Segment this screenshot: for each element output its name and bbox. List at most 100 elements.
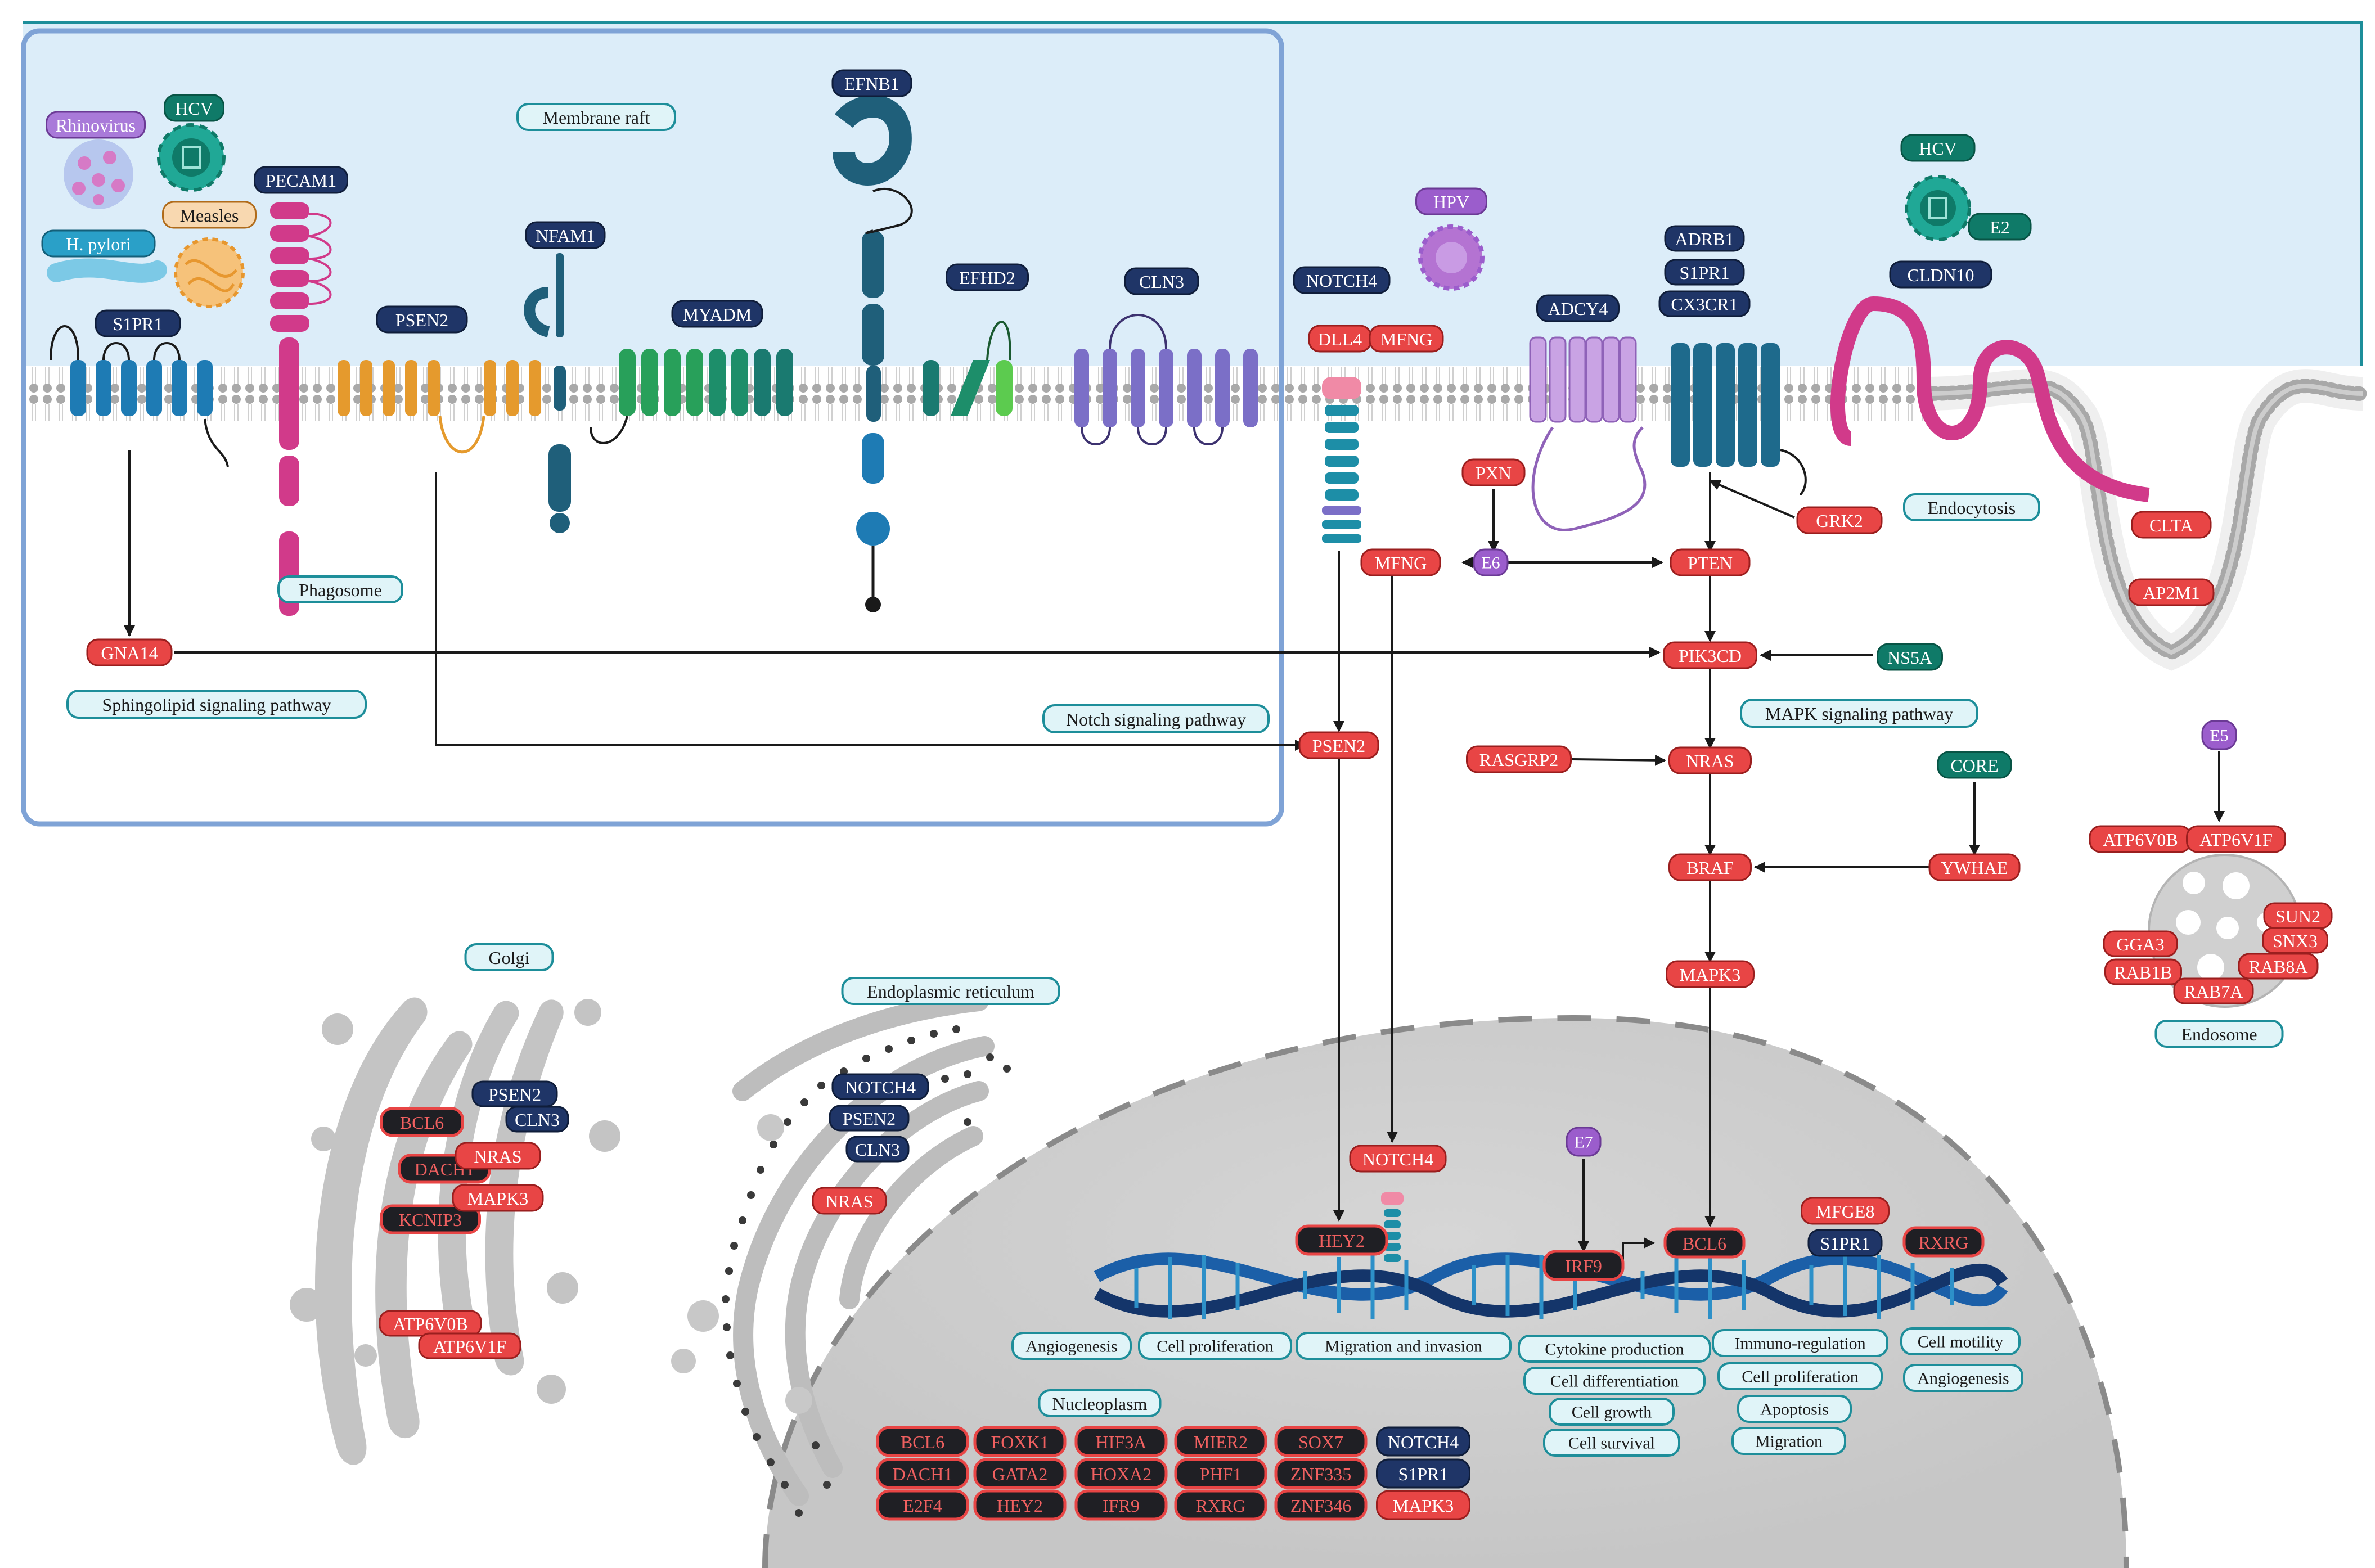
gene-efhd2-box	[946, 263, 1029, 291]
pathogen-e7-box	[1566, 1127, 1602, 1157]
label-endoplasmic-reticulum: Endoplasmic reticulum	[841, 977, 1060, 1005]
function-apoptosis: Apoptosis	[1737, 1395, 1852, 1423]
gene-ywhae: YWHAE	[1928, 853, 2021, 881]
function-angiogenesis-1-text: Angiogenesis	[1025, 1337, 1117, 1356]
function-cell-survival-box	[1543, 1429, 1680, 1457]
efnb1-protein	[833, 95, 913, 612]
pathogen-rhinovirus-box	[46, 111, 146, 139]
nuclear-gene-irf9-box	[1542, 1250, 1625, 1281]
gene-adrb1-text: ADRB1	[1675, 229, 1734, 249]
gene-pecam1-text: PECAM1	[266, 170, 336, 191]
gene-cx3cr1-text: CX3CR1	[1671, 294, 1738, 314]
gene-notch4-membrane-box	[1293, 266, 1391, 294]
nucleoplasm-gene-r1-c1-box	[973, 1458, 1067, 1489]
pathogen-core: CORE	[1937, 751, 2012, 779]
endosome-gene-snx3: SNX3	[2262, 927, 2328, 954]
nuclear-gene-mfge8-text: MFGE8	[1816, 1201, 1875, 1222]
golgi-gene-psen2-text: PSEN2	[488, 1084, 541, 1105]
nucleoplasm-gene-r0-c2-text: HIF3A	[1096, 1432, 1147, 1452]
gene-efhd2: EFHD2	[946, 263, 1029, 291]
function-migration-invasion-box	[1296, 1332, 1512, 1360]
pathogen-hcv-right: HCV	[1900, 134, 1976, 162]
gene-cldn10-box	[1889, 260, 1992, 289]
nucleoplasm-gene-r1-c0-box	[876, 1458, 969, 1489]
golgi-gene-kcnip3-text: KCNIP3	[399, 1210, 462, 1230]
gene-cln3-membrane: CLN3	[1124, 267, 1199, 295]
pathogen-e6-box	[1473, 548, 1509, 576]
nucleoplasm-gene-r2-c4: ZNF346	[1274, 1489, 1368, 1521]
golgi-gene-bcl6-box	[380, 1107, 464, 1137]
label-sphingolipid-pathway: Sphingolipid signaling pathway	[66, 690, 367, 719]
gene-nfam1: NFAM1	[525, 221, 606, 249]
function-angiogenesis-2-text: Angiogenesis	[1917, 1369, 2009, 1388]
nucleoplasm-gene-r2-c2-box	[1074, 1489, 1168, 1521]
gene-rasgrp2: RASGRP2	[1466, 745, 1572, 773]
gene-psen2-cyto-text: PSEN2	[1312, 736, 1365, 756]
nucleoplasm-gene-r0-c4-text: SOX7	[1298, 1432, 1343, 1452]
function-cell-differentiation: Cell differentiation	[1523, 1367, 1706, 1395]
gene-clta-text: CLTA	[2149, 515, 2193, 535]
gene-psen2-membrane: PSEN2	[376, 305, 468, 334]
pathogen-hpv-box	[1415, 187, 1487, 215]
function-migration-invasion-text: Migration and invasion	[1325, 1337, 1482, 1356]
function-cell-proliferation-2: Cell proliferation	[1717, 1362, 1883, 1390]
gene-psen2-membrane-text: PSEN2	[395, 310, 448, 330]
er-gene-nras-text: NRAS	[825, 1191, 873, 1211]
label-phagosome-box	[277, 575, 403, 603]
golgi-gene-mapk3: MAPK3	[452, 1184, 544, 1212]
gene-s1pr1-gpcr: S1PR1	[1664, 259, 1745, 286]
function-cytokine-production-text: Cytokine production	[1545, 1340, 1684, 1359]
gene-myadm-box	[671, 300, 763, 328]
nucleoplasm-gene-r2-c1: HEY2	[973, 1489, 1067, 1521]
nuclear-gene-notch4-box	[1349, 1145, 1447, 1173]
nuclear-gene-rxrg-text: RXRG	[1919, 1232, 1969, 1252]
er-gene-cln3: CLN3	[845, 1136, 910, 1163]
gene-s1pr1-membrane: S1PR1	[95, 309, 181, 337]
label-notch-pathway-text: Notch signaling pathway	[1066, 709, 1246, 729]
gene-efhd2-text: EFHD2	[959, 268, 1015, 288]
nucleoplasm-gene-r2-c5-text: MAPK3	[1393, 1495, 1454, 1516]
nucleoplasm-gene-r1-c5-text: S1PR1	[1398, 1464, 1449, 1484]
pathogen-ns5a-text: NS5A	[1887, 647, 1932, 668]
label-golgi: Golgi	[464, 943, 554, 971]
gene-mfng-membrane-text: MFNG	[1380, 329, 1432, 349]
golgi-gene-nras-text: NRAS	[474, 1146, 521, 1166]
pathogen-measles-box	[162, 201, 257, 229]
gene-nfam1-box	[525, 221, 606, 249]
label-membrane-raft: Membrane raft	[516, 103, 676, 131]
gene-s1pr1-gpcr-box	[1664, 259, 1745, 286]
golgi-gene-nras: NRAS	[455, 1142, 541, 1170]
endosome-gene-gga3: GGA3	[2103, 930, 2178, 957]
endosome-gene-rab8a-box	[2238, 953, 2319, 980]
label-golgi-text: Golgi	[489, 948, 530, 968]
label-membrane-raft-text: Membrane raft	[542, 107, 650, 128]
nuclear-gene-rxrg: RXRG	[1902, 1226, 1985, 1258]
pathogen-e2-text: E2	[1990, 217, 2010, 237]
er-gene-psen2-text: PSEN2	[843, 1109, 896, 1129]
measles-particle	[174, 237, 245, 308]
golgi-gene-atp6v1f-text: ATP6V1F	[433, 1336, 506, 1357]
nucleoplasm-gene-r2-c0-box	[876, 1489, 969, 1521]
notch4-receptor	[1322, 377, 1361, 543]
gene-adrb1: ADRB1	[1664, 225, 1745, 252]
endocytic-pit	[1917, 369, 2370, 671]
nucleoplasm-gene-r2-c0: E2F4	[876, 1489, 969, 1521]
function-cell-differentiation-text: Cell differentiation	[1550, 1372, 1679, 1391]
nucleoplasm-gene-r0-c5-text: NOTCH4	[1388, 1432, 1459, 1452]
hpv-particle	[1418, 224, 1485, 291]
er-gene-cln3-text: CLN3	[855, 1139, 900, 1160]
gene-efnb1-text: EFNB1	[844, 74, 899, 94]
function-cytokine-production: Cytokine production	[1518, 1335, 1711, 1363]
gene-clta: CLTA	[2131, 511, 2212, 539]
endosome-gene-atp6v1f: ATP6V1F	[2186, 825, 2286, 853]
nucleoplasm-gene-r0-c4-box	[1274, 1426, 1368, 1457]
gene-s1pr1-membrane-text: S1PR1	[113, 314, 163, 334]
pathogen-hcv-left: HCV	[164, 94, 224, 122]
gene-mfng-cyto: MFNG	[1360, 548, 1441, 576]
nuclear-gene-rxrg-box	[1902, 1226, 1985, 1258]
nucleoplasm-gene-r0-c3: MIER2	[1174, 1426, 1267, 1457]
nucleoplasm-gene-r1-c3-box	[1174, 1458, 1267, 1489]
gene-dll4-text: DLL4	[1318, 329, 1362, 349]
nuclear-gene-mfge8-box	[1801, 1197, 1890, 1225]
efhd2-protein	[923, 321, 1013, 416]
